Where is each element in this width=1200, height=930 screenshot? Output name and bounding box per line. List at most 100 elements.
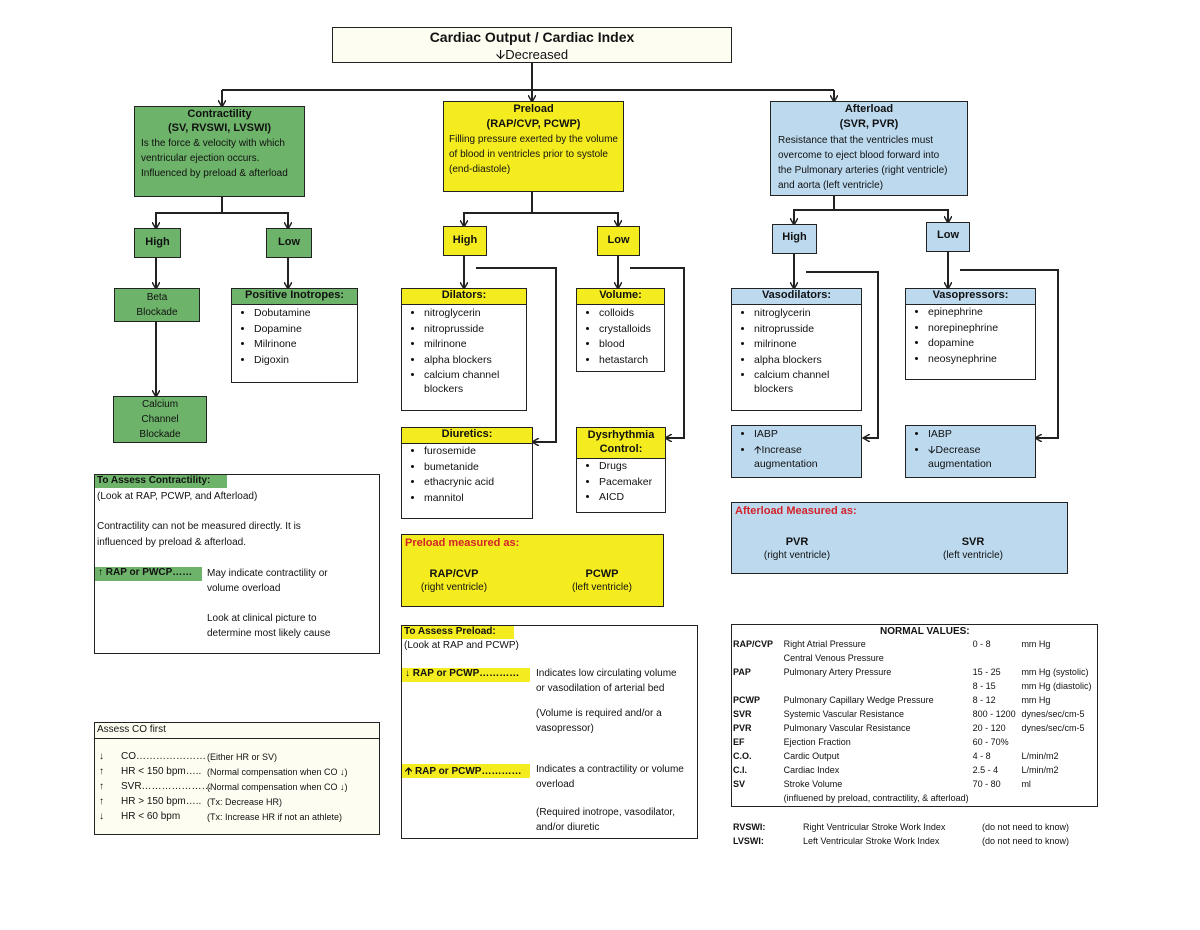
- list-item: blood: [599, 337, 651, 353]
- table-row: Central Venous Pressure: [733, 653, 1097, 667]
- contractility-desc-3: Influenced by preload & afterload: [141, 168, 288, 179]
- table-cell: 15 - 25: [972, 667, 1001, 677]
- table-cell: Pulmonary Artery Pressure: [783, 667, 892, 677]
- list-item: Pacemaker: [599, 475, 652, 491]
- list-item: calcium channel: [424, 368, 499, 384]
- co-row-label: CO…………………: [121, 751, 206, 762]
- table-cell: Left Ventricular Stroke Work Index: [803, 836, 940, 846]
- table-cell: Right Ventricular Stroke Work Index: [803, 822, 946, 832]
- assess-preload-b4: and/or diuretic: [536, 822, 600, 833]
- table-cell: [973, 793, 1022, 807]
- list-item: IABP: [928, 427, 981, 443]
- list-item: IABP: [754, 427, 802, 443]
- table-cell: C.I.: [733, 765, 748, 775]
- calcium-blockade-box: Calcium Channel Blockade: [113, 396, 207, 443]
- inotropes-title: Positive Inotropes:: [232, 289, 357, 305]
- preload-title: Preload: [513, 103, 554, 115]
- assess-preload-a1: Indicates low circulating volume: [536, 668, 677, 679]
- dilators-cont: blockers: [424, 383, 464, 395]
- table-cell: Ejection Fraction: [783, 737, 851, 747]
- dilators-box: Dilators: nitroglycerin nitroprusside mi…: [401, 288, 527, 411]
- list-item: alpha blockers: [754, 353, 829, 369]
- table-cell: PVR: [733, 723, 752, 733]
- assess-preload-a2: or vasodilation of arterial bed: [536, 683, 665, 694]
- iabp-low-augmentation: augmentation: [928, 458, 992, 470]
- assess-contractility-t2: volume overload: [207, 583, 281, 594]
- list-item: Dobutamine: [254, 306, 311, 322]
- preload-m1-sub: (right ventricle): [420, 582, 488, 593]
- assess-contractility-l1: (Look at RAP, PCWP, and Afterload): [97, 491, 258, 502]
- vasodilators-box: Vasodilators: nitroglycerin nitroprussid…: [731, 288, 862, 411]
- calcium-label: Calcium: [141, 399, 179, 410]
- down-arrow-icon: 🡫: [495, 47, 506, 62]
- list-item: hetastarch: [599, 353, 651, 369]
- list-item: 🡩Increase: [754, 443, 802, 459]
- diuretics-box: Diuretics: furosemide bumetanide ethacry…: [401, 427, 533, 519]
- iabp-low-list: IABP 🡫Decrease: [912, 427, 981, 458]
- co-row-note: (Either HR or SV): [207, 752, 278, 762]
- list-item: milrinone: [754, 337, 829, 353]
- iabp-low-box: IABP 🡫Decrease augmentation: [905, 425, 1036, 478]
- table-cell: C.O.: [733, 751, 752, 761]
- table-cell: (influened by preload, contractility, & …: [783, 793, 969, 803]
- dysrhythmia-title-1: Dysrhythmia: [587, 429, 655, 441]
- table-cell: 2.5 - 4: [972, 765, 999, 775]
- vasopressors-title: Vasopressors:: [906, 289, 1035, 305]
- beta-label: Beta: [146, 292, 168, 303]
- table-cell: (do not need to know): [982, 836, 1070, 846]
- trend-arrow-icon: ↑: [99, 781, 104, 792]
- dysrhythmia-title: Dysrhythmia Control:: [577, 428, 665, 459]
- preload-desc-2: of blood in ventricles prior to systole: [449, 149, 608, 160]
- preload-m2-sub: (left ventricle): [571, 582, 632, 593]
- diuretics-list: furosemide bumetanide ethacrynic acid ma…: [408, 444, 494, 506]
- iabp-high-list: IABP 🡩Increase: [738, 427, 802, 458]
- assess-preload-b1: Indicates a contractility or volume: [536, 764, 684, 775]
- table-cell: PAP: [733, 667, 751, 677]
- assess-contractility-t1: May indicate contractility or: [207, 568, 328, 579]
- table-cell: [733, 653, 784, 667]
- assess-preload-b2: overload: [536, 779, 575, 790]
- blockade-label: Blockade: [136, 307, 178, 318]
- table-cell: 20 - 120: [972, 723, 1006, 733]
- afterload-subtitle: (SVR, PVR): [839, 118, 899, 130]
- list-item: Digoxin: [254, 353, 311, 369]
- table-row: (influened by preload, contractility, & …: [733, 793, 1097, 807]
- list-item: Milrinone: [254, 337, 311, 353]
- contractility-subtitle: (SV, RVSWI, LVSWI): [167, 122, 272, 134]
- preload-desc-3: (end-diastole): [449, 164, 511, 175]
- afterload-low-box: Low: [926, 222, 970, 252]
- vasodilators-cont: blockers: [754, 383, 794, 395]
- table-cell: L/min/m2: [1021, 751, 1059, 761]
- afterload-box: Afterload (SVR, PVR) Resistance that the…: [770, 101, 968, 196]
- title-line1: Cardiac Output / Cardiac Index: [429, 29, 635, 45]
- assess-contractility-tag: ↑ RAP or PWCP……: [95, 567, 202, 581]
- table-cell: ml: [1021, 779, 1031, 789]
- afterload-measured-box: Afterload Measured as: PVR (right ventri…: [731, 502, 1068, 574]
- channel-label: Channel: [141, 414, 179, 425]
- list-item: milrinone: [424, 337, 499, 353]
- table-cell: Stroke Volume: [783, 779, 843, 789]
- dilators-list: nitroglycerin nitroprusside milrinone al…: [408, 306, 499, 384]
- table-cell: [1021, 653, 1097, 667]
- volume-title: Volume:: [577, 289, 664, 305]
- table-cell: Systemic Vascular Resistance: [783, 709, 905, 719]
- assess-preload-tag-high: 🡩 RAP or PCWP…………: [402, 764, 530, 778]
- dysrhythmia-title-2: Control:: [599, 443, 643, 455]
- preload-low-box: Low: [597, 226, 640, 256]
- table-cell: [1021, 793, 1097, 807]
- table-cell: Pulmonary Vascular Resistance: [783, 723, 911, 733]
- assess-contractility-t3: Look at clinical picture to: [207, 613, 317, 624]
- table-cell: mm Hg: [1021, 695, 1051, 705]
- table-cell: dynes/sec/cm-5: [1021, 709, 1085, 719]
- table-cell: L/min/m2: [1021, 765, 1059, 775]
- list-item: neosynephrine: [928, 352, 998, 368]
- contractility-box: Contractility (SV, RVSWI, LVSWI) Is the …: [134, 106, 305, 197]
- contractility-high-label: High: [145, 236, 170, 248]
- list-item: AICD: [599, 490, 652, 506]
- list-item: mannitol: [424, 491, 494, 507]
